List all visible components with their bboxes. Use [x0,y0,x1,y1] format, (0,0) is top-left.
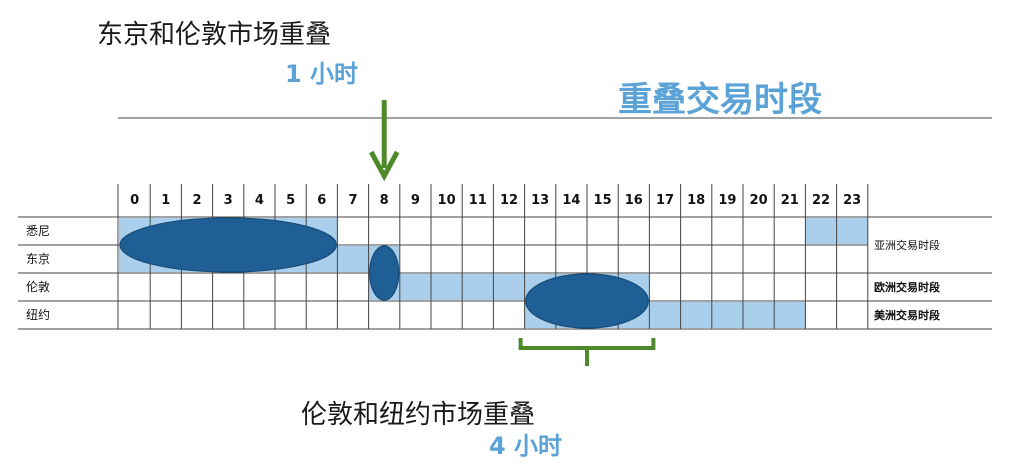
bottom-overlap-label: 伦敦和纽约市场重叠 [301,400,536,430]
session-label: 亚洲交易时段 [874,238,940,252]
hour-label: 0 [130,193,139,208]
hour-label: 17 [656,193,674,208]
diagram-title: 重叠交易时段 [618,80,822,120]
top-overlap-duration: 1 小时 [285,60,359,88]
hour-label: 15 [594,193,612,208]
hour-label: 12 [500,193,518,208]
hour-label: 1 [161,193,170,208]
hour-label: 9 [411,193,420,208]
hour-label: 10 [438,193,456,208]
hour-label: 23 [843,193,861,208]
hour-label: 16 [625,193,643,208]
hour-label: 21 [781,193,799,208]
bottom-overlap-duration: 4 小时 [489,432,563,460]
session-label: 欧洲交易时段 [874,280,940,294]
annotation-graphics [369,100,656,366]
market-label: 纽约 [26,307,50,322]
schedule-grid [18,117,992,330]
overlap-arrow-head [369,150,400,182]
hour-label: 7 [348,193,357,208]
hour-label: 22 [812,193,830,208]
overlap-markers [119,217,649,329]
hour-label: 4 [255,193,264,208]
hour-label: 11 [469,193,487,208]
hour-label: 5 [286,193,295,208]
market-label: 悉尼 [26,224,50,238]
overlap-ellipse [119,217,337,273]
hour-label: 2 [192,193,201,208]
hour-label: 6 [317,193,326,208]
overlap-ellipse [524,273,649,329]
hour-label: 19 [718,193,736,208]
top-overlap-label: 东京和伦敦市场重叠 [97,20,332,50]
hour-label: 13 [531,193,549,208]
overlap-bracket [518,338,656,366]
hour-label: 18 [687,193,705,208]
hour-label: 8 [380,193,389,208]
market-label: 东京 [26,252,50,266]
hour-label: 14 [562,193,580,208]
hour-label: 3 [224,193,233,208]
session-label: 美洲交易时段 [874,308,940,322]
overlap-ellipse [369,245,400,301]
market-label: 伦敦 [26,279,50,294]
hour-label: 20 [750,193,768,208]
